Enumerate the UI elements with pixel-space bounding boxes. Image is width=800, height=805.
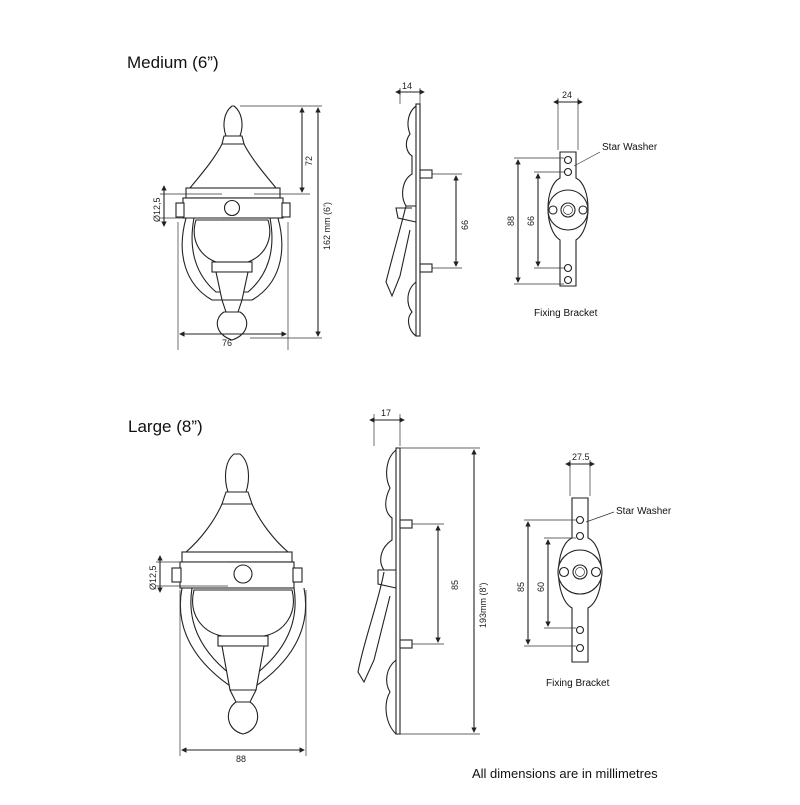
medium-title: Medium (6”) bbox=[127, 53, 219, 72]
medium-bracket-outer: 88 bbox=[506, 216, 516, 226]
large-bracket-dimensions: 27.5 Star Washer 85 60 Fixing Bracket bbox=[516, 452, 672, 689]
medium-dim-hole: Ø12,5 bbox=[152, 197, 162, 222]
medium-dim-72: 72 bbox=[304, 156, 314, 166]
medium-front-dimensions: 72 162 mm (6’) Ø12,5 76 bbox=[152, 105, 332, 350]
medium-dim-162: 162 mm (6’) bbox=[322, 202, 332, 250]
large-knocker-front bbox=[171, 453, 307, 735]
large-star-washer-label: Star Washer bbox=[616, 506, 672, 517]
large-title: Large (8”) bbox=[128, 417, 203, 436]
medium-knocker-front bbox=[175, 105, 291, 341]
large-dim-hole: Ø12,5 bbox=[148, 565, 158, 590]
medium-dim-14: 14 bbox=[402, 81, 412, 91]
medium-knocker-side bbox=[385, 103, 462, 337]
medium-bracket-caption: Fixing Bracket bbox=[534, 308, 598, 319]
medium-bracket-width: 24 bbox=[562, 90, 572, 100]
large-front-dimensions: Ø12,5 88 bbox=[148, 555, 307, 764]
large-dim-17: 17 bbox=[381, 408, 391, 418]
medium-dim-66-side: 66 bbox=[460, 220, 470, 230]
large-fixing-bracket bbox=[557, 497, 603, 663]
large-side-dimensions: 17 85 193mm (8’) bbox=[369, 408, 488, 733]
large-dim-85-side: 85 bbox=[450, 580, 460, 590]
large-dim-88: 88 bbox=[236, 754, 246, 764]
medium-dim-76: 76 bbox=[222, 338, 232, 348]
medium-star-washer-label: Star Washer bbox=[602, 142, 658, 153]
footer-note: All dimensions are in millimetres bbox=[472, 766, 658, 781]
medium-fixing-bracket bbox=[547, 151, 589, 287]
large-dim-193: 193mm (8’) bbox=[478, 582, 488, 628]
medium-bracket-inner: 66 bbox=[526, 216, 536, 226]
large-knocker-side bbox=[357, 447, 480, 735]
large-bracket-inner: 60 bbox=[536, 582, 546, 592]
large-bracket-width: 27.5 bbox=[572, 452, 590, 462]
large-bracket-outer: 85 bbox=[516, 582, 526, 592]
medium-side-dimensions: 14 66 bbox=[395, 81, 470, 267]
medium-bracket-dimensions: 24 Star Washer 88 66 Fixing Bracket bbox=[506, 90, 658, 319]
large-bracket-caption: Fixing Bracket bbox=[546, 678, 610, 689]
